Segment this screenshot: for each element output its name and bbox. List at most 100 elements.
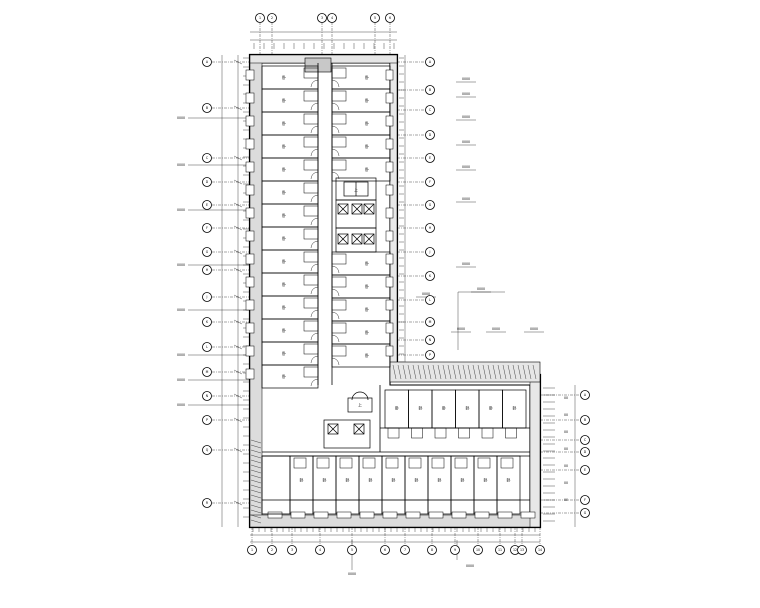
- room-tag: 卧: [282, 327, 286, 333]
- axis-label-right: F: [429, 180, 431, 184]
- axis-label-left: D: [206, 180, 209, 184]
- axis-label-right: N: [429, 338, 432, 342]
- guest-room: [450, 455, 475, 515]
- window: [245, 115, 255, 127]
- callout-right: 0000: [422, 292, 430, 296]
- bathroom: [303, 182, 319, 194]
- axis-label-right: H: [429, 226, 432, 230]
- stair-tag: 上: [354, 187, 358, 193]
- wall-hatch: [250, 484, 262, 489]
- axis-bubble-left: [202, 292, 212, 302]
- guest-room: [261, 318, 319, 343]
- guest-room: [404, 455, 429, 515]
- axis-label-bottom: 14: [538, 548, 542, 552]
- axis-label-bottom: 8: [431, 548, 433, 552]
- window: [245, 230, 255, 242]
- axis-label-top: 3: [321, 16, 323, 20]
- wall-hatch: [250, 459, 262, 464]
- wall-hatch: [250, 454, 262, 459]
- axis-label-lower-right: E: [584, 468, 586, 472]
- wall-hatch: [250, 504, 262, 509]
- bathroom: [477, 457, 491, 469]
- axis-label-bottom: 3: [291, 548, 293, 552]
- room-tag: 卧: [438, 477, 442, 483]
- facade-hatch: [512, 364, 517, 380]
- room-tag: 卧: [392, 477, 396, 483]
- facade-hatch: [532, 364, 537, 380]
- window: [245, 138, 255, 150]
- room-tag: 卧: [395, 405, 399, 411]
- window: [382, 511, 398, 519]
- facade-hatch: [477, 364, 482, 380]
- door-swing: [310, 378, 319, 387]
- axis-label-bottom: 4: [319, 548, 321, 552]
- callout-right: 0000: [492, 327, 500, 331]
- room-tag: 卧: [282, 373, 286, 379]
- axis-bubble-bottom: [535, 545, 545, 555]
- bathroom: [500, 457, 514, 469]
- axis-bubble-top: [255, 13, 265, 23]
- facade-hatch: [407, 364, 412, 380]
- wall-hatch: [250, 499, 262, 504]
- window: [245, 253, 255, 265]
- drawing-annotations: ABCDEFGHJKLMNPQR000000000000000000000000…: [177, 13, 590, 576]
- facade-hatch: [402, 364, 407, 380]
- callout-left: 0000: [177, 378, 185, 382]
- window: [245, 276, 255, 288]
- dimension-text: 00: [564, 481, 568, 485]
- axis-bubble-left: [202, 153, 212, 163]
- axis-bubble-lower-right: [580, 415, 590, 425]
- axis-bubble-left: [202, 445, 212, 455]
- dimension-text: 00: [564, 447, 568, 451]
- axis-bubble-bottom: [315, 545, 325, 555]
- axis-bubble-right: [425, 85, 435, 95]
- axis-bubble-right: [425, 317, 435, 327]
- bathroom: [454, 457, 468, 469]
- callout-left: 0000: [177, 208, 185, 212]
- room-tag: 卧: [365, 329, 369, 335]
- axis-bubble-left: [202, 103, 212, 113]
- axis-label-top: 6: [389, 16, 391, 20]
- window: [428, 511, 444, 519]
- wall-hatch: [250, 469, 262, 474]
- axis-bubble-left: [202, 367, 212, 377]
- guest-room: [331, 251, 391, 276]
- axis-grid-lines: [188, 22, 580, 570]
- guest-room: [261, 272, 319, 297]
- bathroom: [303, 251, 319, 263]
- axis-label-lower-right: D: [584, 450, 587, 454]
- axis-label-bottom: 1: [251, 548, 253, 552]
- window: [245, 368, 255, 380]
- axis-bubble-right: [425, 335, 435, 345]
- callout-right: 0000: [462, 165, 470, 169]
- window: [520, 511, 536, 519]
- window: [385, 253, 394, 265]
- bathroom: [303, 136, 319, 148]
- dimension-text: 00: [564, 413, 568, 417]
- window: [245, 92, 255, 104]
- axis-label-right: J: [429, 250, 431, 254]
- room-tag: 卧: [346, 477, 350, 483]
- axis-label-top: 2: [271, 16, 273, 20]
- axis-label-right: E: [429, 156, 431, 160]
- callout-left: 0000: [177, 403, 185, 407]
- wall-hatch: [250, 489, 262, 494]
- door-swing: [310, 171, 319, 180]
- room-tag: 卧: [282, 74, 286, 80]
- axis-bubble-lower-right: [580, 508, 590, 518]
- axis-label-bottom: 7: [404, 548, 406, 552]
- guest-room: [331, 88, 391, 113]
- bathroom: [293, 457, 307, 469]
- bathroom: [458, 427, 470, 439]
- bathroom: [331, 345, 347, 357]
- axis-label-left: H: [206, 268, 209, 272]
- bathroom: [303, 228, 319, 240]
- window: [245, 322, 255, 334]
- axis-bubble-lower-right: [580, 465, 590, 475]
- window: [385, 115, 394, 127]
- callout-left: 0000: [177, 116, 185, 120]
- bathroom: [505, 427, 517, 439]
- door-swing: [331, 357, 340, 366]
- guest-room: [261, 88, 319, 113]
- room-tag: 卧: [484, 477, 488, 483]
